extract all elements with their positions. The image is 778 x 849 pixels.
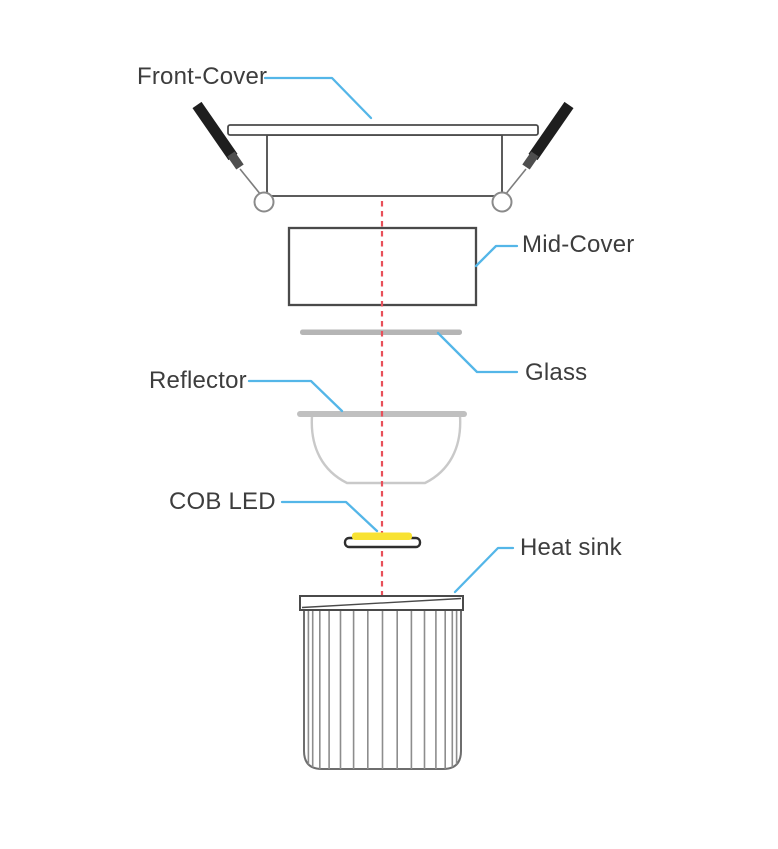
label-heat-sink: Heat sink xyxy=(520,534,622,561)
label-glass: Glass xyxy=(525,359,588,386)
front-cover-trim-plate xyxy=(227,124,539,136)
spring-clip-right-tip xyxy=(522,151,539,170)
label-front-cover: Front-Cover xyxy=(137,63,268,90)
heat-sink-fins xyxy=(307,610,458,769)
reflector-shape xyxy=(297,411,467,485)
leader-line-mid-cover xyxy=(474,244,519,268)
label-mid-cover: Mid-Cover xyxy=(522,231,635,258)
reflector-bowl xyxy=(310,415,462,485)
leader-line-reflector xyxy=(247,379,344,413)
spring-clip-left-tip xyxy=(227,151,244,170)
spring-clip-right xyxy=(528,101,574,161)
front-cover-body xyxy=(266,134,503,197)
mounting-ring-left xyxy=(253,191,275,213)
leader-line-cob-led xyxy=(280,500,379,533)
cob-led-chip xyxy=(352,532,412,540)
cob-led-shape xyxy=(343,532,422,549)
heat-sink-cap-slant xyxy=(301,597,462,609)
label-cob-led: COB LED xyxy=(169,488,276,515)
leader-line-glass xyxy=(436,331,519,374)
spring-wire-left xyxy=(239,168,262,196)
spring-wire-right xyxy=(504,168,527,196)
mounting-ring-right xyxy=(491,191,513,213)
heat-sink-shape xyxy=(299,595,464,770)
leader-line-front-cover xyxy=(263,76,373,120)
leader-line-heat-sink xyxy=(453,546,515,594)
front-cover-shape xyxy=(192,101,574,213)
label-reflector: Reflector xyxy=(149,367,247,394)
spring-clip-left xyxy=(192,101,238,161)
